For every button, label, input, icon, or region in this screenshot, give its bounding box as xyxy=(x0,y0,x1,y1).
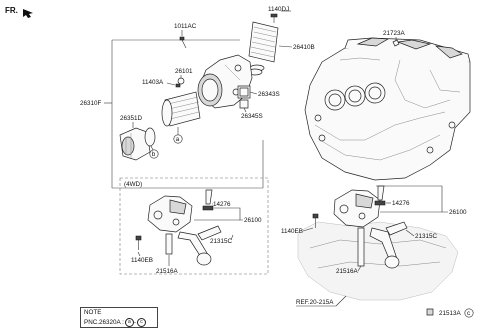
callout-1140EB-4wd: 1140EB xyxy=(131,257,153,264)
callout-21513A: 21513A xyxy=(439,310,462,317)
bolt-1140EB-part xyxy=(312,213,319,228)
callout-1140EB: 1140EB xyxy=(281,228,303,235)
callout-26310F: 26310F xyxy=(80,100,102,107)
gasket-26343S-part xyxy=(237,85,251,99)
note-box: NOTE PNC.26320A :a-c xyxy=(80,307,158,328)
note-text: PNC.26320A :a-c xyxy=(84,318,147,327)
filter-cap-part xyxy=(119,127,151,161)
callout-c: c xyxy=(467,310,470,317)
dowel-pin-part xyxy=(392,39,400,47)
callout-26410B: 26410B xyxy=(293,44,315,51)
pickup-tube-4wd-part xyxy=(197,225,222,241)
cylinder-block xyxy=(304,37,471,181)
note-pnc: PNC.26320A : xyxy=(84,319,124,327)
drain-plug-part xyxy=(426,308,434,316)
callout-11403A: 11403A xyxy=(142,79,164,86)
plug-11403A-part xyxy=(175,83,181,88)
gasket-26345S-part xyxy=(239,99,249,109)
callout-1140DJ: 1140DJ xyxy=(268,6,289,13)
callout-21315C: 21315C xyxy=(415,233,438,240)
callout-26343S: 26343S xyxy=(258,91,280,98)
callout-14276-4wd: 14276 xyxy=(213,201,231,208)
callout-ref-20-215A: REF.20-215A xyxy=(296,299,334,306)
note-ref-dash: - xyxy=(133,319,137,327)
awd-group-label: (4WD) xyxy=(124,181,142,188)
note-ref-a: a xyxy=(124,318,134,327)
callout-21516A-4wd: 21516A xyxy=(156,268,179,275)
note-title: NOTE xyxy=(84,309,102,316)
callout-21315C-4wd: 21315C xyxy=(210,238,233,245)
callout-26101: 26101 xyxy=(175,68,193,75)
callout-26351D: 26351D xyxy=(120,115,143,122)
sensor-26101-part xyxy=(177,77,185,85)
note-ref-c: c xyxy=(137,318,147,327)
callout-26100-4wd: 26100 xyxy=(244,217,262,224)
oil-cooler-part xyxy=(248,21,279,63)
callout-1011AC: 1011AC xyxy=(174,23,197,30)
awd-group-frame xyxy=(119,177,269,275)
oil-filter-element-part xyxy=(161,91,201,127)
bolt-1140EB-4wd-part xyxy=(135,235,142,250)
strainer-part xyxy=(357,227,365,267)
callout-b: b xyxy=(152,151,156,158)
oil-pump-part xyxy=(333,189,400,269)
strainer-4wd-part xyxy=(165,233,173,255)
callout-26345S: 26345S xyxy=(241,113,263,120)
bolt-1011AC-part xyxy=(179,36,187,49)
callout-a: a xyxy=(176,136,180,143)
sensor-4wd-part xyxy=(202,189,214,211)
front-arrow-icon xyxy=(23,9,33,18)
callout-14276: 14276 xyxy=(392,200,410,207)
bolt-1140DJ-part xyxy=(270,13,278,23)
oil-pump-4wd-part xyxy=(147,195,212,266)
callout-26100: 26100 xyxy=(449,209,467,216)
front-label: FR. xyxy=(5,6,18,15)
callout-21516A: 21516A xyxy=(336,268,359,275)
cap-o-ring-part xyxy=(144,127,156,147)
callout-21723A: 21723A xyxy=(383,30,406,37)
sensor-part xyxy=(374,185,386,206)
pickup-tube-part xyxy=(385,221,408,236)
